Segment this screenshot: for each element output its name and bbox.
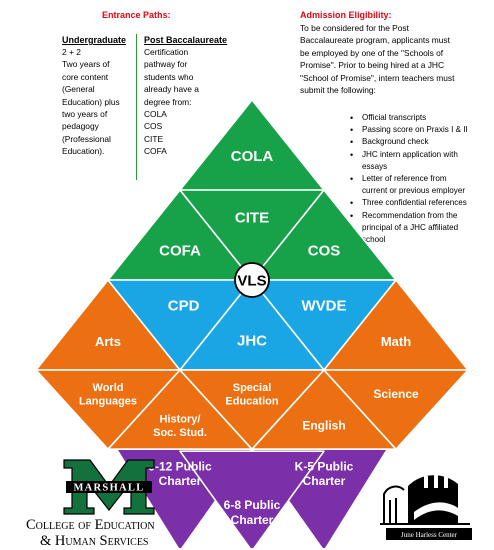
intro-line: To be considered for the Post [300, 23, 409, 33]
label-arts: Arts [95, 334, 121, 349]
jhc-caption: June Harless Center [401, 531, 458, 539]
label-cite: CITE [235, 209, 269, 226]
requirement-text: school [362, 235, 386, 245]
undergrad-line: Education) plus [62, 96, 120, 107]
label-jhc: JHC [237, 333, 267, 350]
requirement-item: Passing score on Praxis I & II [346, 124, 492, 136]
requirement-text: Background check [362, 137, 429, 147]
requirement-item: Letter of reference from current or previ… [346, 173, 492, 197]
intro-line: Baccalaureate program, applicants must [300, 35, 450, 46]
postbacc-line: already have a [144, 84, 199, 95]
requirement-item: Background check [346, 136, 492, 148]
intro-line: be employed by one of the "Schools of [300, 47, 444, 58]
postbacc-line: pathway for [144, 59, 188, 70]
vls-circle [234, 262, 270, 298]
label-layer: COLA CITE COFA COS CPD WVDE JHC VLS Arts MathWorl… [79, 148, 419, 527]
requirement-text: JHC intern application with [362, 149, 458, 159]
undergrad-line: (General [62, 84, 95, 95]
diagram-triangle [323, 369, 469, 451]
requirement-item: Official transcripts [346, 112, 492, 124]
undergraduate-title: Undergraduate [62, 35, 127, 45]
intro-line: submit the following: [300, 85, 376, 96]
undergrad-line: 2 + 2 [62, 47, 81, 57]
undergrad-line: Education). [62, 146, 105, 157]
post-baccalaureate-title: Post Baccalaureate [144, 35, 228, 45]
label-cofa: COFA [159, 243, 201, 260]
diagram-outline [35, 99, 469, 548]
undergrad-line: core content [62, 71, 109, 82]
requirement-text: essays [362, 161, 388, 171]
label-science: Science [373, 387, 419, 401]
undergrad-line: two years of [62, 109, 108, 120]
label-cos: COS [308, 243, 341, 260]
postbacc-line: CITE [144, 133, 164, 144]
label-english: English [302, 419, 345, 433]
requirement-text: current or previous employer [362, 186, 466, 196]
post-baccalaureate-description: Certification pathway for students who a… [144, 46, 199, 158]
marshall-wordmark: MARSHALL [73, 483, 144, 494]
requirement-text: Passing score on Praxis I & II [362, 125, 468, 135]
label-history: History/Soc. Stud. [153, 414, 207, 439]
column-divider [136, 34, 138, 180]
postbacc-line: COS [144, 121, 163, 132]
undergrad-line: pedagogy [62, 121, 99, 132]
college-name-line2: & Human Services [40, 533, 149, 549]
requirement-text: principal of a JHC affiliated [362, 222, 459, 232]
june-harless-center-logo: June Harless Center [378, 470, 474, 540]
label-vls: VLS [237, 273, 266, 290]
label-cpd: CPD [168, 297, 200, 314]
requirement-text: Letter of reference from [362, 174, 447, 184]
label-math: Math [381, 334, 411, 349]
requirement-text: Recommendation from the [362, 210, 458, 220]
label-wvde: WVDE [302, 297, 347, 314]
triangle-layer [35, 99, 469, 548]
entrance-paths-heading: Entrance Paths: [102, 10, 171, 20]
label-cola: COLA [231, 148, 274, 165]
requirement-item: JHC intern application with essays [346, 149, 492, 173]
requirements-list: Official transcripts Passing score on Pr… [346, 112, 492, 246]
undergraduate-description: 2 + 2 Two years of core content (General… [62, 46, 120, 158]
postbacc-line: degree from: [144, 96, 192, 107]
college-name-line1: College of Education [26, 517, 155, 533]
diagram-triangle [179, 450, 325, 548]
eligibility-intro: To be considered for the Post Baccalaure… [300, 22, 454, 96]
postbacc-line: students who [144, 71, 194, 82]
undergrad-line: Two years of [62, 59, 110, 70]
requirement-text: Three confidential references [362, 198, 467, 208]
marshall-m-logo: MARSHALL [63, 459, 155, 515]
postbacc-line: Certification [144, 47, 189, 57]
postbacc-line: COFA [144, 146, 167, 157]
diagram-triangle [179, 99, 325, 191]
intro-line: "School of Promise", intern teachers mus… [300, 72, 455, 83]
admission-eligibility-heading: Admission Eligibility: [300, 10, 392, 20]
postbacc-line: COLA [144, 109, 167, 120]
requirement-item: Three confidential references [346, 197, 492, 209]
undergrad-line: (Professional [62, 133, 111, 144]
requirement-item: Recommendation from the principal of a JH… [346, 210, 492, 247]
requirement-text: Official transcripts [362, 113, 427, 122]
intro-line: Promise". Prior to being hired at a JHC [300, 60, 445, 71]
